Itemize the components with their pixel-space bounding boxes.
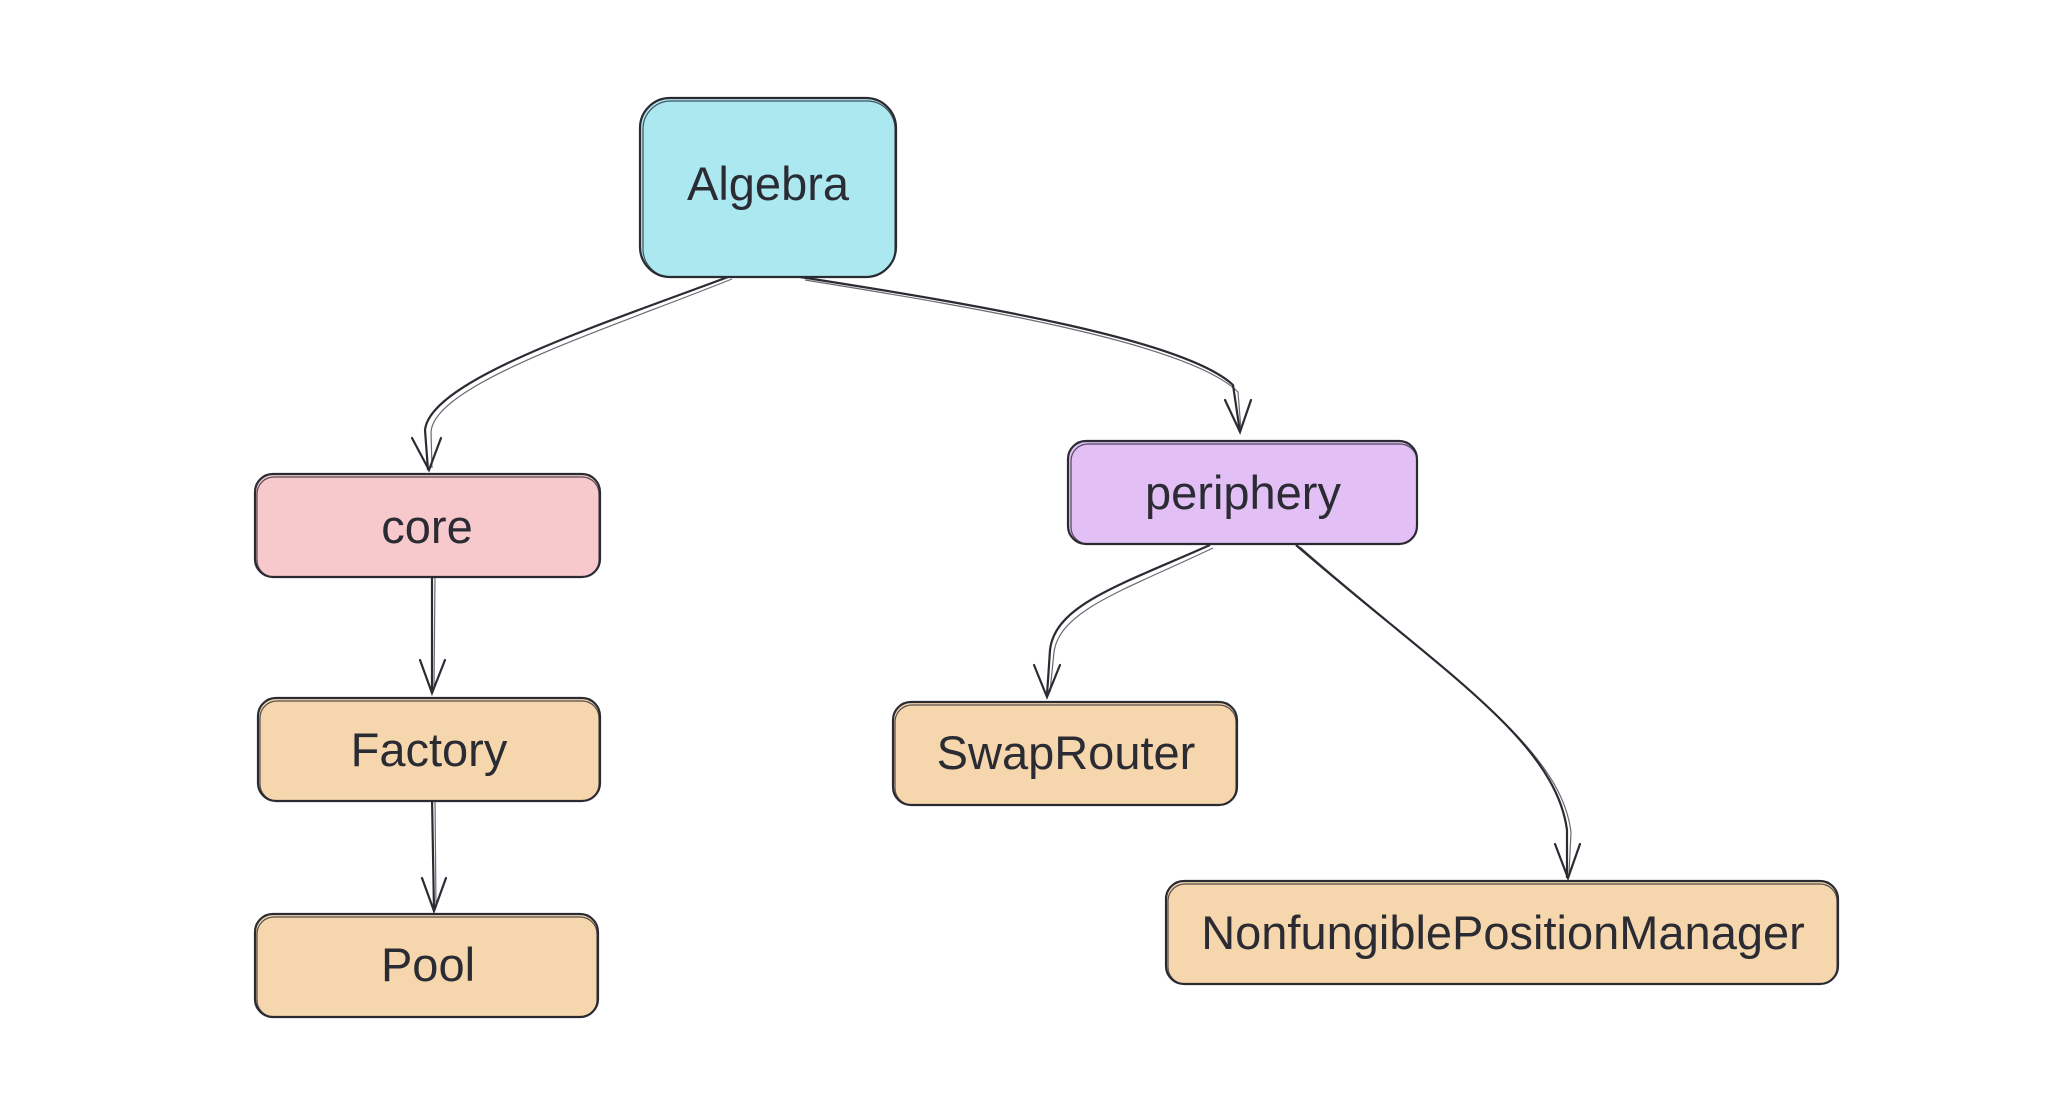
node-periphery: periphery xyxy=(1066,439,1419,546)
edge-factory-pool xyxy=(420,796,448,915)
node-label: Pool xyxy=(381,938,475,991)
node-swaprouter: SwapRouter xyxy=(891,700,1239,807)
edge-algebra-periphery xyxy=(799,275,1253,435)
node-npm: NonfungiblePositionManager xyxy=(1164,879,1840,986)
node-algebra: Algebra xyxy=(638,96,898,279)
edge-algebra-core xyxy=(410,275,733,473)
edge-periphery-swaprouter xyxy=(1032,543,1214,700)
node-label: core xyxy=(381,500,472,553)
node-label: Algebra xyxy=(687,157,850,210)
node-pool: Pool xyxy=(253,912,600,1019)
node-label: NonfungiblePositionManager xyxy=(1201,906,1805,959)
node-label: Factory xyxy=(351,723,508,776)
edge-core-factory xyxy=(418,574,447,697)
node-label: periphery xyxy=(1145,466,1341,519)
node-label: SwapRouter xyxy=(937,726,1196,779)
node-core: core xyxy=(253,472,602,579)
node-factory: Factory xyxy=(256,696,602,803)
edge-periphery-npm xyxy=(1295,544,1582,882)
